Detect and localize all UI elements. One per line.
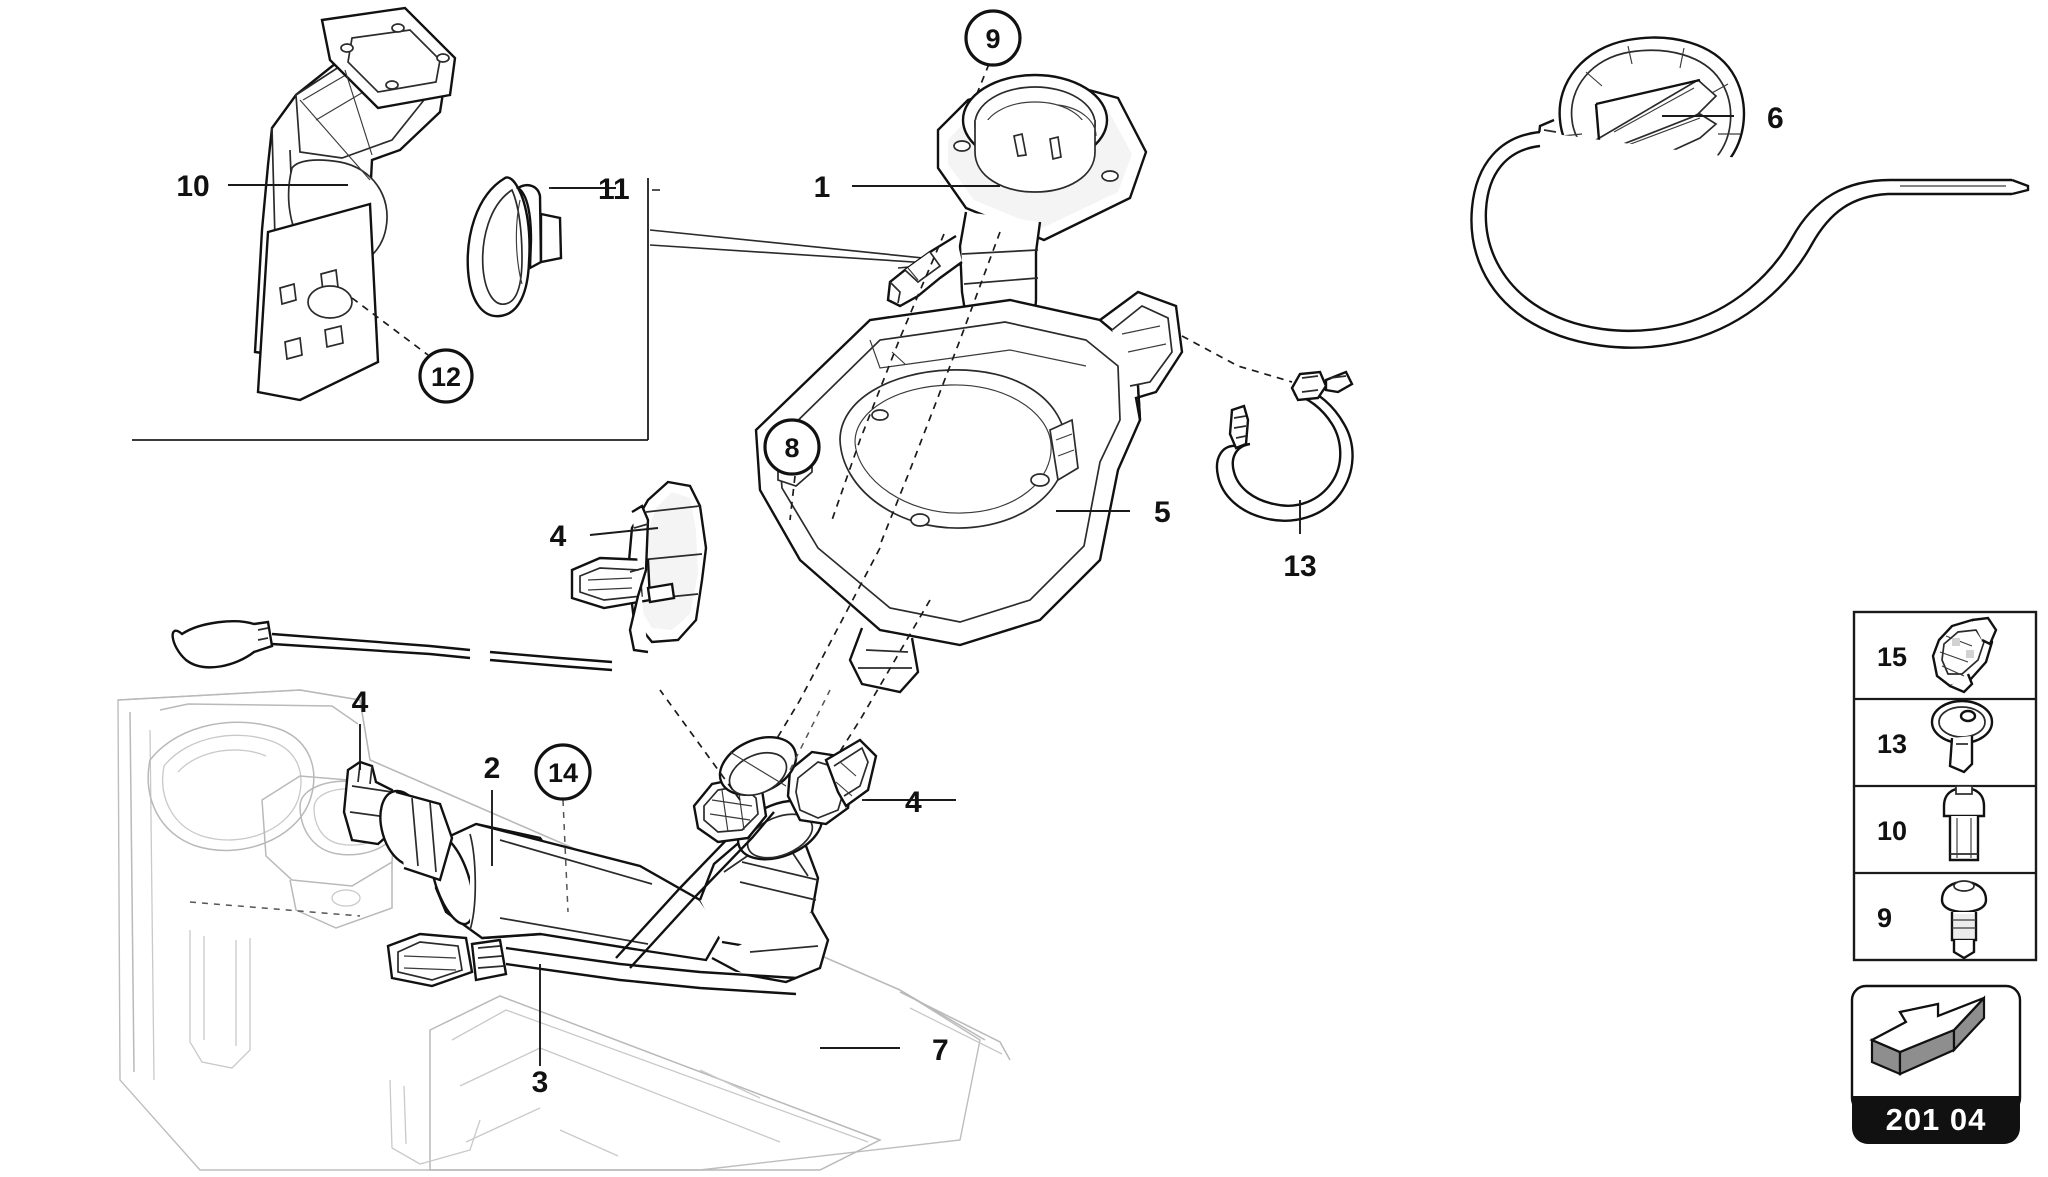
callout-circle-10: [964, 9, 1022, 67]
callout-label-5: 4: [550, 520, 567, 553]
part-mounting-bracket: [253, 6, 457, 402]
callout-label-3: 3: [532, 1066, 549, 1099]
hose-clamp-right: [786, 738, 878, 826]
leader-15-upper: [659, 689, 741, 801]
tank-guide: [189, 901, 361, 917]
part-cap-tether: [1470, 130, 2030, 349]
leader-5: [589, 527, 659, 536]
legend-icon-flange-bolt: [1942, 785, 1986, 862]
part-wire-loop: [171, 620, 613, 672]
callout-label-4-right: 4: [905, 786, 922, 819]
legend-number-10: 10: [1877, 816, 1907, 846]
callout-label-7: 6: [1767, 102, 1784, 135]
group-code-badge: 201 04: [1850, 984, 2022, 1144]
legend-table: 15 13 10: [1852, 610, 2038, 962]
legend-number-13: 13: [1877, 729, 1907, 759]
legend-icon-grommet-rivet: [1930, 699, 1994, 774]
callout-label-11: 10: [176, 170, 209, 203]
callout-label-4-left: 4: [352, 686, 369, 719]
leader-13: [351, 297, 429, 356]
leader-clamp-guide: [789, 689, 831, 771]
callout-label-12: 11: [598, 173, 630, 206]
callout-circle-13: [418, 348, 474, 404]
callout-label-10: 9: [985, 24, 1000, 54]
bent-3d-arrow-icon: [1869, 995, 1986, 1076]
part-filler-housing: [754, 290, 1184, 694]
part-fuel-filler-neck: [886, 73, 1148, 370]
legend-number-9: 9: [1877, 903, 1892, 933]
callout-circle-9: [763, 418, 821, 476]
legend-number-15: 15: [1877, 642, 1907, 672]
badge-code: 201 04: [1886, 1102, 1987, 1137]
part-lock-actuator: [570, 480, 708, 654]
callout-label-1: 1: [814, 171, 831, 204]
callout-label-8: 7: [932, 1034, 949, 1067]
part-retaining-clip: [466, 176, 563, 318]
legend-icon-pan-head-screw: [1940, 880, 1988, 960]
callout-label-13: 12: [431, 362, 461, 392]
leader-10: [949, 63, 990, 161]
callout-label-14: 13: [1283, 550, 1316, 583]
legend-icon-electrical-connector: [1931, 616, 1998, 694]
callout-circle-15: [534, 743, 592, 801]
callout-label-9: 8: [784, 433, 799, 463]
part-release-cable: [1181, 335, 1354, 522]
inset-frame: [132, 178, 963, 441]
part-hose-assembly: [342, 736, 878, 996]
callout-label-15: 14: [548, 758, 578, 788]
callout-label-6: 5: [1154, 496, 1171, 529]
callout-label-2: 2: [484, 752, 501, 785]
